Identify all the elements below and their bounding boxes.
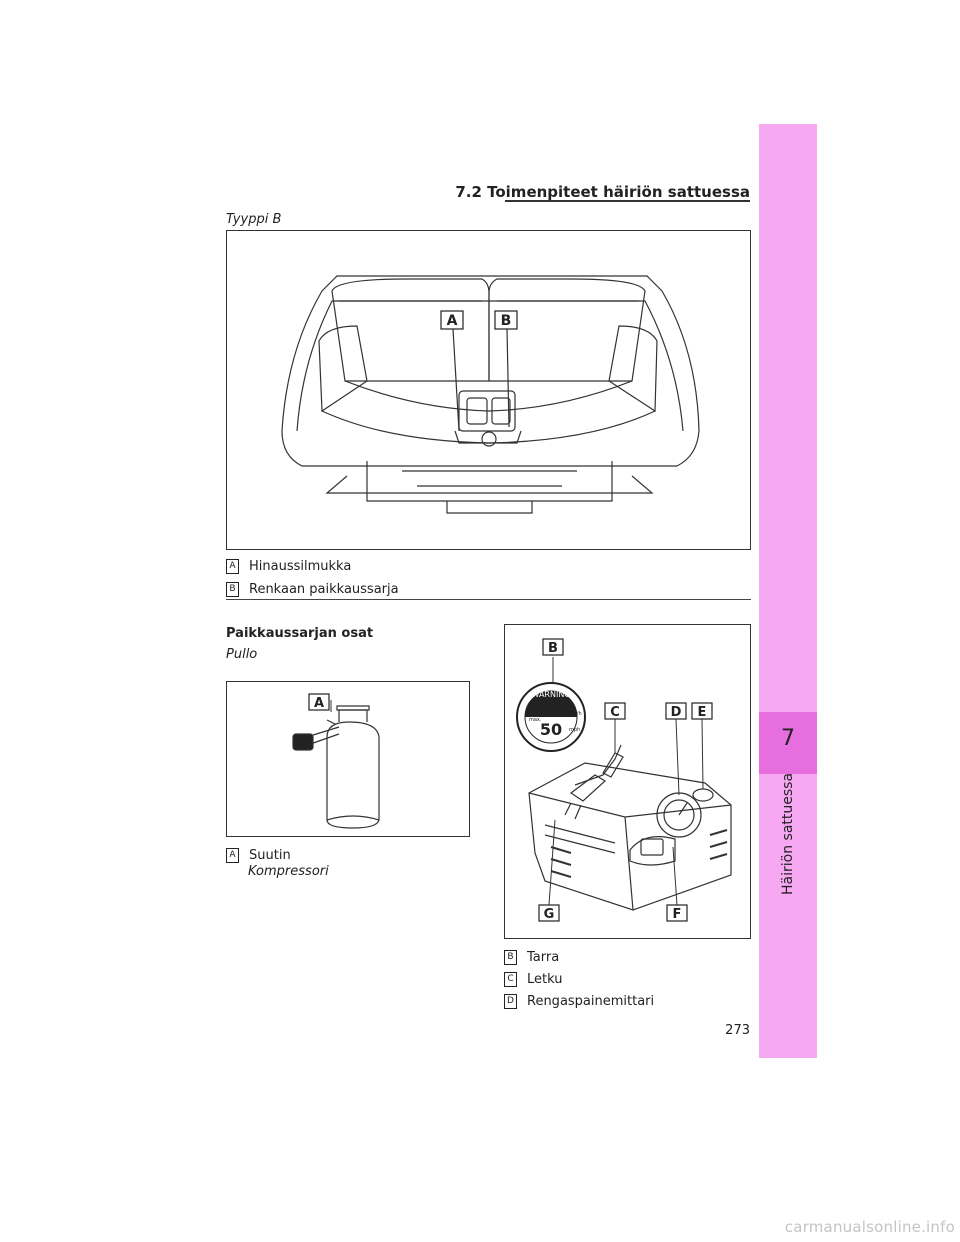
compressor-drawing: WARNING 80 50 km/h mph max. [516, 638, 732, 922]
chapter-number: 7 [781, 726, 795, 751]
svg-text:mph: mph [569, 727, 580, 733]
type-label: Tyyppi B [226, 212, 282, 227]
compressor-label: Kompressori [248, 864, 329, 879]
compressor-illustration: WARNING 80 50 km/h mph max. [504, 624, 751, 939]
trunk-callout-b: B [494, 310, 518, 330]
section-title: 7.2 Toimenpiteet häiriön sattuessa [455, 183, 750, 201]
legend-item-a: A Hinaussilmukka [226, 559, 351, 575]
bottle-legend-text-a: Suutin [249, 848, 291, 863]
compressor-legend-key-d: D [504, 994, 517, 1009]
legend-item-b: B Renkaan paikkaussarja [226, 582, 399, 598]
compressor-callout-c: C [604, 702, 626, 720]
trunk-illustration: A B [226, 230, 751, 550]
chapter-sidebar-tab [759, 124, 817, 1058]
compressor-legend-key-b: B [504, 950, 517, 965]
svg-text:50: 50 [540, 720, 562, 739]
svg-text:E: E [698, 705, 707, 720]
svg-text:C: C [610, 705, 620, 720]
trunk-callout-a: A [440, 310, 464, 330]
bottle-callout-a: A [308, 693, 330, 711]
bottle-label: Pullo [226, 647, 258, 662]
legend-key-a: A [226, 559, 239, 574]
kit-heading: Paikkaussarjan osat [226, 626, 374, 641]
header-rule [505, 200, 750, 202]
compressor-legend-text-d: Rengaspainemittari [527, 994, 655, 1009]
svg-text:A: A [447, 313, 458, 329]
warning-sticker: WARNING 80 50 km/h mph max. [516, 682, 586, 752]
bottle-legend-key-a: A [226, 848, 239, 863]
svg-text:B: B [501, 313, 512, 329]
compressor-callout-b: B [542, 638, 564, 656]
compressor-callout-g: G [538, 904, 560, 922]
bottle-illustration: A [226, 681, 470, 837]
svg-text:A: A [314, 696, 324, 711]
bottle-drawing: A [292, 693, 380, 829]
compressor-legend-text-b: Tarra [527, 950, 560, 965]
svg-text:80: 80 [540, 702, 562, 721]
chapter-title: Häiriön sattuessa [780, 772, 796, 895]
compressor-legend-item-b: B Tarra [504, 950, 559, 966]
compressor-callout-f: F [666, 904, 688, 922]
compressor-callout-d: D [665, 702, 687, 720]
svg-text:km/h: km/h [569, 711, 582, 717]
legend-text-b: Renkaan paikkaussarja [249, 582, 399, 597]
svg-text:D: D [671, 705, 682, 720]
svg-text:G: G [544, 907, 555, 922]
compressor-legend-key-c: C [504, 972, 517, 987]
svg-text:WARNING: WARNING [531, 690, 570, 699]
compressor-legend-item-d: D Rengaspainemittari [504, 994, 654, 1010]
section-divider [226, 599, 751, 600]
page-number: 273 [725, 1023, 750, 1038]
compressor-legend-item-c: C Letku [504, 972, 562, 988]
trunk-drawing: A B [281, 275, 700, 514]
legend-key-b: B [226, 582, 239, 597]
compressor-callout-e: E [691, 702, 713, 720]
compressor-legend-text-c: Letku [527, 972, 563, 987]
chapter-number-box [759, 712, 817, 774]
watermark: carmanualsonline.info [784, 1218, 955, 1236]
bottle-legend-item-a: A Suutin [226, 848, 291, 864]
svg-text:B: B [548, 641, 558, 656]
svg-text:F: F [673, 907, 682, 922]
legend-text-a: Hinaussilmukka [249, 559, 352, 574]
svg-text:max.: max. [529, 717, 542, 723]
